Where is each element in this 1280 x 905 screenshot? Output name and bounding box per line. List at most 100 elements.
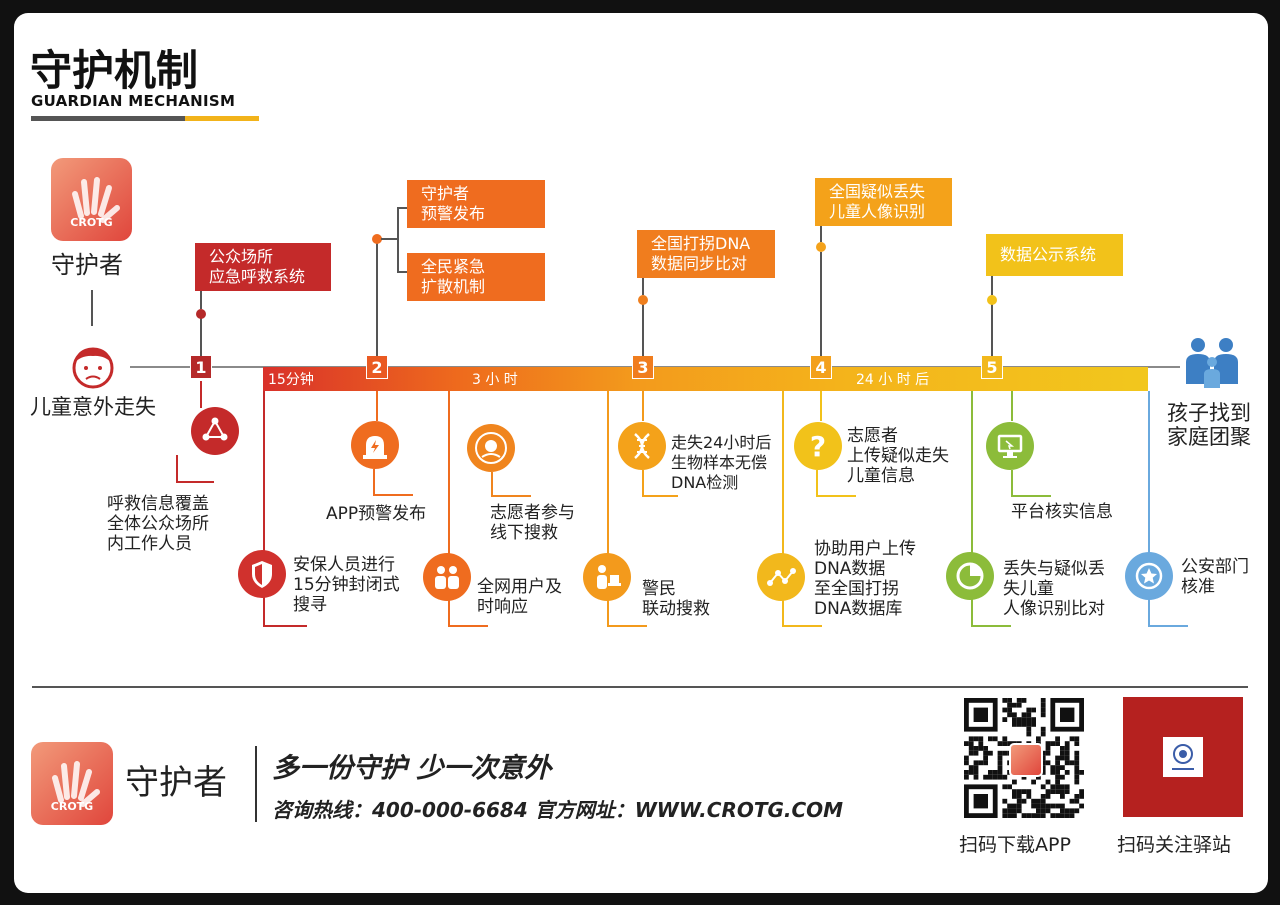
footer-contact: 咨询热线：400-000-6684 官方网址：WWW.CROTG.COM <box>272 798 844 822</box>
flag-1-line2: 应急呼救系统 <box>209 267 306 286</box>
upload-text-line2: DNA数据 <box>814 559 886 579</box>
step-2-branch <box>381 238 398 240</box>
verify-connector <box>1011 470 1013 496</box>
flag-3-line2: 数据同步比对 <box>651 254 748 273</box>
users-stem-h <box>448 625 488 627</box>
qr-center-logo <box>1009 743 1043 777</box>
upload-text-line1: 协助用户上传 <box>814 539 916 559</box>
segment-24h: 24 小 时 后 <box>856 372 930 388</box>
flag-2b-line2: 扩散机制 <box>421 277 486 296</box>
flag-5-line1: 数据公示系统 <box>1000 245 1097 264</box>
family-icon <box>1186 338 1238 388</box>
vupload-connector-h <box>816 495 856 497</box>
footer-slogan: 多一份守护 少一次意外 <box>272 753 552 784</box>
dna-icon <box>618 422 666 470</box>
footer-logo-text: CROTG <box>50 800 94 813</box>
alarm-share-icon <box>191 407 239 455</box>
flag-3-line1: 全国打拐DNA <box>651 234 751 253</box>
shield-icon <box>238 550 286 598</box>
title-underline-gray <box>31 116 185 121</box>
police-text-line1: 警民 <box>642 579 676 599</box>
flag-3: 全国打拐DNA 数据同步比对 <box>637 230 775 278</box>
compare-stem-h <box>971 625 1011 627</box>
title-underline-yellow <box>185 116 259 121</box>
pol-text-line1: 公安部门 <box>1181 557 1249 577</box>
step-2-fork <box>397 207 399 273</box>
right-node-line2: 家庭团聚 <box>1167 425 1251 449</box>
logo-text: CROTG <box>70 216 113 229</box>
hand-icon <box>72 177 120 223</box>
flag-1-line1: 公众场所 <box>209 247 274 266</box>
brand-name: 守护者 <box>51 251 123 279</box>
call-connector-h <box>176 481 214 483</box>
pol-stem <box>1148 391 1150 626</box>
app-text: APP预警发布 <box>326 504 427 524</box>
step-3-badge: 3 <box>632 355 654 379</box>
monitor-icon <box>986 422 1034 470</box>
step-1-badge: 1 <box>190 355 212 379</box>
volunteer-text-line1: 志愿者参与 <box>490 503 575 523</box>
flag-4-line1: 全国疑似丢失 <box>829 182 926 201</box>
upload-text: 协助用户上传 DNA数据 至全国打拐 DNA数据库 <box>814 539 916 619</box>
flag-2a-line1: 守护者 <box>421 184 470 203</box>
account-emblem <box>1163 737 1203 777</box>
verify-connector-h <box>1011 495 1051 497</box>
step-2-stem <box>376 240 378 356</box>
volunteer-text: 志愿者参与 线下搜救 <box>490 503 575 543</box>
crying-child-icon <box>72 347 114 389</box>
download-qr-code[interactable] <box>962 697 1086 819</box>
upload-text-line3: 至全国打拐 <box>814 579 899 599</box>
step-2-fork-top <box>397 207 407 209</box>
call-text-line3: 内工作人员 <box>107 534 192 554</box>
siren-icon <box>351 421 399 469</box>
volunteer-text-line2: 线下搜救 <box>490 523 558 543</box>
security-stem-h <box>263 625 307 627</box>
vupload-text-line1: 志愿者 <box>847 426 898 446</box>
volunteer-emblem-icon <box>467 424 515 472</box>
step-4-badge: 4 <box>810 355 832 379</box>
flag-4-line2: 儿童人像识别 <box>829 202 926 221</box>
page-title: 守护机制 <box>30 46 199 95</box>
question-icon: ? <box>794 422 842 470</box>
dna-text-line3: DNA检测 <box>671 473 739 492</box>
emblem-icon <box>1172 744 1194 770</box>
volunteer-connector-h <box>491 495 531 497</box>
page-subtitle: GUARDIAN MECHANISM <box>31 92 236 110</box>
upload-text-line4: DNA数据库 <box>814 599 903 619</box>
flag-1-stem <box>200 290 202 309</box>
volunteer-connector <box>491 472 493 496</box>
svg-text:?: ? <box>810 430 826 463</box>
call-text-line1: 呼救信息覆盖 <box>107 494 209 514</box>
footer-separator <box>255 746 257 822</box>
pol-text: 公安部门 核准 <box>1181 557 1249 597</box>
upload-stem-h <box>782 625 822 627</box>
compare-text-line1: 丢失与疑似丢 <box>1003 559 1105 579</box>
users-stem <box>448 391 450 626</box>
wechat-account-qr[interactable] <box>1123 697 1243 817</box>
flag-5: 数据公示系统 <box>986 234 1123 276</box>
dna-text: 走失24小时后 生物样本无偿 DNA检测 <box>671 433 771 493</box>
users-text: 全网用户及 时响应 <box>477 577 562 617</box>
step-5-dot <box>987 295 997 305</box>
call-text-line2: 全体公众场所 <box>107 514 209 534</box>
call-text: 呼救信息覆盖 全体公众场所 内工作人员 <box>107 494 209 554</box>
police-stem <box>607 391 609 626</box>
step-3-dot <box>638 295 648 305</box>
pie-icon <box>946 552 994 600</box>
app-connector <box>373 469 375 495</box>
police-badge-icon <box>1125 552 1173 600</box>
flag-1: 公众场所 应急呼救系统 <box>195 243 331 291</box>
verify-text: 平台核实信息 <box>1011 502 1113 522</box>
upload-stem <box>782 391 784 626</box>
flag-3-stem <box>642 278 644 295</box>
flag-4-stem <box>820 225 822 242</box>
security-text-line3: 搜寻 <box>293 595 327 615</box>
step-4-stem <box>820 252 822 356</box>
vupload-stem <box>820 391 822 421</box>
vupload-connector <box>816 470 818 496</box>
step-1-stem <box>200 318 202 356</box>
step-2-badge: 2 <box>366 355 388 379</box>
group-icon <box>423 553 471 601</box>
call-stem <box>200 381 202 408</box>
